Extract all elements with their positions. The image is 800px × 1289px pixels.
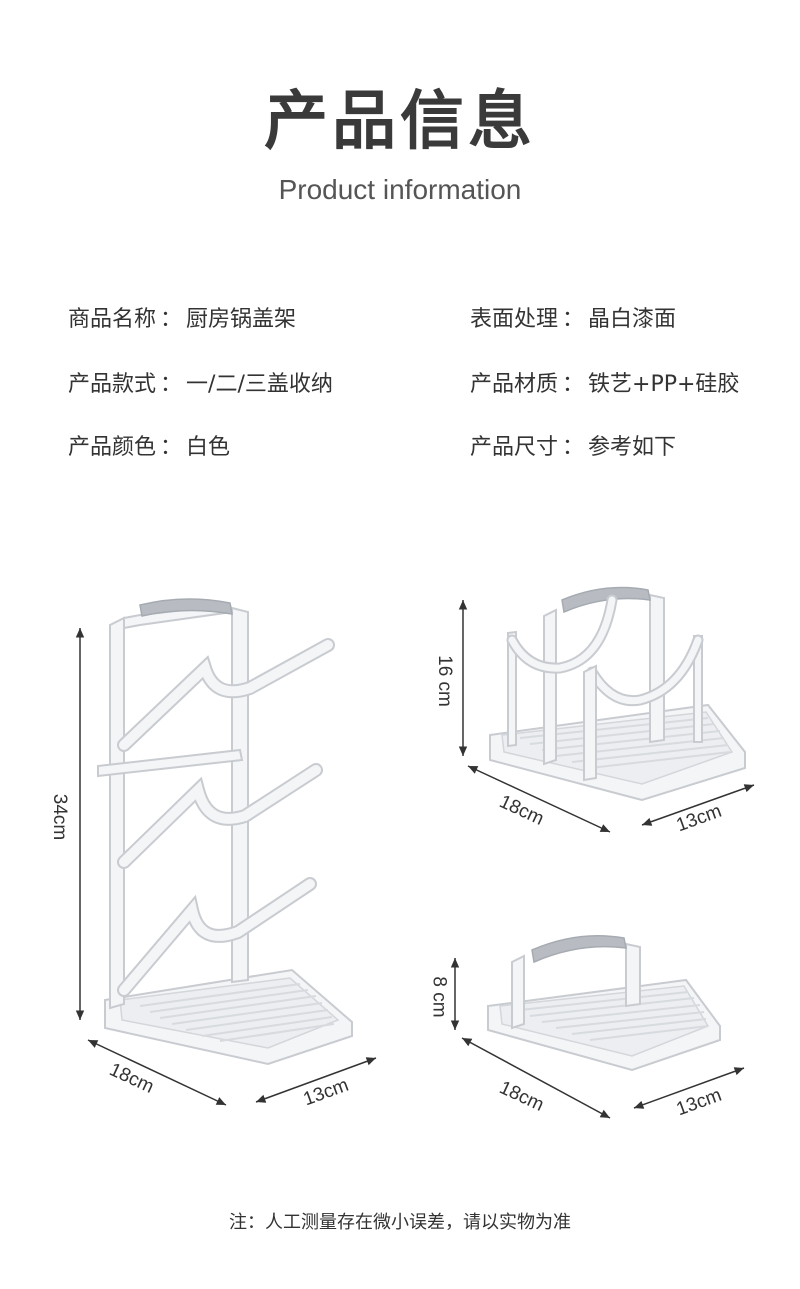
spec-separator: ： (160, 307, 183, 332)
dim-line-medium-width (641, 784, 755, 826)
spec-separator: ： (160, 372, 183, 397)
spec-label: 产品尺寸 (470, 435, 559, 460)
page-subtitle: Product information (278, 174, 522, 205)
spec-value: 铁艺+PP+硅胶 (588, 372, 740, 397)
spec-value: 参考如下 (588, 435, 677, 460)
spec-label: 商品名称 (68, 307, 157, 332)
spec-value: 白色 (186, 435, 231, 460)
spec-material: 产品材质：铁艺+PP+硅胶 (470, 370, 739, 400)
dim-line-large-width (255, 1057, 377, 1103)
dim-line-small-length (461, 1037, 611, 1119)
dim-line-medium-length (467, 765, 611, 833)
rack-three-lid-image (97, 598, 353, 1066)
spec-value: 晶白漆面 (588, 307, 677, 332)
rack-one-lid-image (487, 934, 721, 1072)
spec-separator: ： (160, 435, 183, 460)
spec-separator: ： (562, 372, 585, 397)
spec-value: 一/二/三盖收纳 (186, 372, 333, 397)
disclaimer-note: 注：人工测量存在微小误差，请以实物为准 (229, 1212, 571, 1233)
spec-label: 产品款式 (68, 372, 157, 397)
dim-label-large-height: 34cm (49, 793, 71, 841)
spec-product-name: 商品名称：厨房锅盖架 (68, 305, 296, 335)
spec-separator: ： (562, 435, 585, 460)
dim-line-small-width (633, 1067, 745, 1109)
spec-label: 产品颜色 (68, 435, 157, 460)
dim-label-small-height: 8 cm (428, 976, 450, 1018)
spec-separator: ： (562, 307, 585, 332)
spec-style: 产品款式：一/二/三盖收纳 (68, 370, 333, 400)
spec-size: 产品尺寸：参考如下 (470, 433, 676, 463)
spec-value: 厨房锅盖架 (186, 307, 297, 332)
rack-two-lid-image (489, 586, 746, 802)
dim-line-large-length (87, 1039, 227, 1106)
spec-label: 产品材质 (470, 372, 559, 397)
spec-label: 表面处理 (470, 307, 559, 332)
page-title: 产品信息 (264, 85, 536, 159)
spec-surface: 表面处理：晶白漆面 (470, 305, 676, 335)
spec-color: 产品颜色：白色 (68, 433, 230, 463)
dim-label-medium-height: 16 cm (433, 655, 455, 707)
